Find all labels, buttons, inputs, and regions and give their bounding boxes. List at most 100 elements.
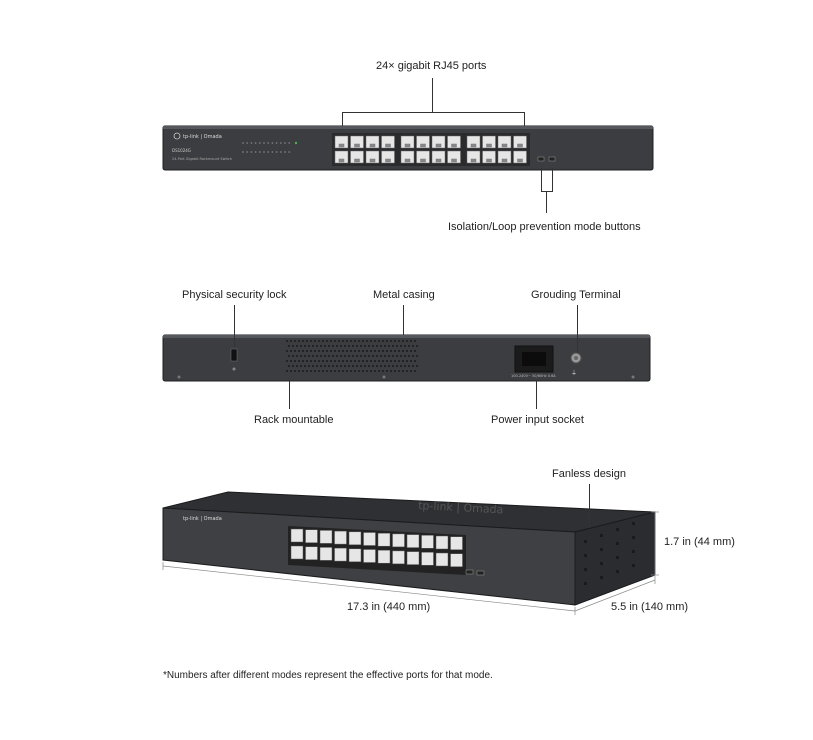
vent-hole <box>356 365 358 367</box>
port-latch <box>338 158 345 163</box>
side-vent-hole <box>600 576 603 579</box>
vent-hole <box>406 340 408 342</box>
vent-hole <box>334 370 336 372</box>
vent-hole <box>360 345 362 347</box>
vent-hole <box>390 360 392 362</box>
side-vent-hole <box>632 564 635 567</box>
status-led <box>258 151 261 153</box>
vent-hole <box>350 350 352 352</box>
buttons-callout-bottom <box>541 191 553 192</box>
rj45-port <box>392 533 405 548</box>
rj45-port <box>334 150 349 164</box>
lock-icon <box>232 367 236 371</box>
vent-hole <box>378 350 380 352</box>
vent-hole <box>380 365 382 367</box>
status-led <box>284 142 286 144</box>
vent-hole <box>378 360 380 362</box>
vent-hole <box>336 365 338 367</box>
rj45-port <box>450 553 463 567</box>
port-latch <box>369 158 376 163</box>
vent-hole <box>296 355 298 357</box>
vent-hole <box>298 340 300 342</box>
rj45-port <box>350 135 364 149</box>
perspective-switch: tp-link | Omada tp-link | Omada <box>162 491 656 606</box>
vent-hole <box>340 345 342 347</box>
vent-hole <box>360 365 362 367</box>
vent-hole <box>304 345 306 347</box>
side-vent-hole <box>584 540 587 543</box>
vent-hole <box>294 370 296 372</box>
vent-hole <box>336 345 338 347</box>
vent-hole <box>298 350 300 352</box>
side-vent-hole <box>616 556 619 559</box>
grounding-callout <box>577 305 578 353</box>
vent-hole <box>306 360 308 362</box>
vent-hole <box>344 355 346 357</box>
vent-hole <box>382 370 384 372</box>
rj45-port <box>381 135 395 149</box>
vent-hole <box>334 360 336 362</box>
vent-hole <box>374 350 376 352</box>
vent-hole <box>298 370 300 372</box>
vent-hole <box>408 355 410 357</box>
rj45-port <box>363 549 376 563</box>
ground-symbol-icon: ⏚ <box>571 370 577 377</box>
vent-hole <box>310 340 312 342</box>
rj45-port <box>431 135 446 149</box>
vent-hole <box>300 365 302 367</box>
vent-hole <box>302 360 304 362</box>
status-led <box>254 151 257 153</box>
vent-hole <box>376 365 378 367</box>
vent-hole <box>396 355 398 357</box>
side-vent-hole <box>584 568 587 571</box>
side-vent-hole <box>600 548 603 551</box>
rj45-port <box>377 549 391 564</box>
vent-hole <box>370 340 372 342</box>
vent-hole <box>350 370 352 372</box>
vent-hole <box>366 360 368 362</box>
port-latch <box>435 143 442 148</box>
mode-button-1 <box>537 156 545 162</box>
vent-hole <box>394 340 396 342</box>
vent-hole <box>392 365 394 367</box>
status-led <box>246 142 249 144</box>
vent-hole <box>318 350 320 352</box>
vent-hole <box>288 365 290 367</box>
port-latch <box>420 158 426 163</box>
status-led <box>284 151 286 153</box>
vent-hole <box>346 340 348 342</box>
front-led-array <box>242 141 298 153</box>
vent-hole <box>380 345 382 347</box>
vent-hole <box>290 340 292 342</box>
port-latch <box>369 143 376 148</box>
power-rating-text: 100-240V~ 50/60Hz 0.6A <box>511 374 556 378</box>
height-label: 1.7 in (44 mm) <box>664 536 735 548</box>
vent-hole <box>394 350 396 352</box>
vent-hole <box>396 345 398 347</box>
casing-label: Metal casing <box>373 289 435 301</box>
vent-hole <box>292 345 294 347</box>
vent-hole <box>416 365 418 367</box>
vent-hole <box>358 350 360 352</box>
vent-hole <box>364 355 366 357</box>
vent-hole <box>370 350 372 352</box>
vent-hole <box>406 360 408 362</box>
front-panel: tp-link | Omada DS1024G 24-Port Gigabit … <box>162 125 654 171</box>
rj45-port <box>381 150 395 164</box>
vent-hole <box>290 370 292 372</box>
vent-hole <box>342 370 344 372</box>
vent-hole <box>362 340 364 342</box>
power-callout <box>536 381 537 409</box>
rj45-port <box>435 535 449 550</box>
vent-hole <box>378 340 380 342</box>
vent-hole <box>360 355 362 357</box>
vent-hole <box>322 350 324 352</box>
side-vent-hole <box>632 536 635 539</box>
vent-hole <box>328 345 330 347</box>
vent-hole <box>356 345 358 347</box>
vent-hole <box>312 365 314 367</box>
mode-button-1 <box>465 569 474 575</box>
vent-hole <box>296 345 298 347</box>
vent-hole <box>406 370 408 372</box>
